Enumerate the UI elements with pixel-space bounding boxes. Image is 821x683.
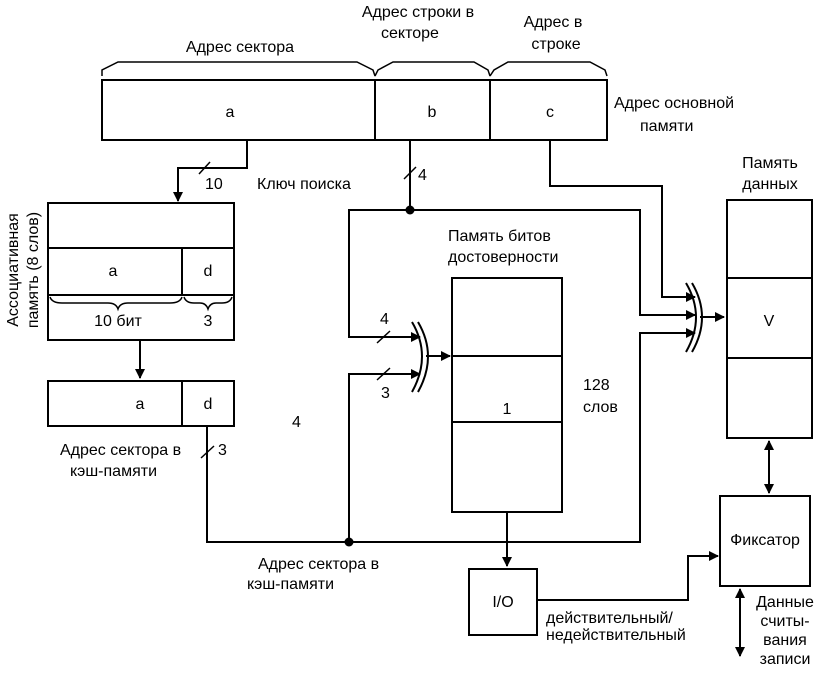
io-status-1: действительный/ xyxy=(546,610,673,627)
stray-4-label: 4 xyxy=(292,414,301,431)
sector-bus xyxy=(206,328,696,543)
validity-size-1: 128 xyxy=(583,377,610,394)
data-rw-1: Данные xyxy=(756,594,814,611)
assoc-side-label-1: Ассоциативная xyxy=(5,213,22,327)
bus-slash-10 xyxy=(198,161,211,175)
validity-memory: 1 xyxy=(451,277,563,513)
cache-cell-d: d xyxy=(204,396,213,413)
data-rw-4: записи xyxy=(760,651,811,668)
validity-bit: 1 xyxy=(503,401,512,418)
cache-sector-register: a d xyxy=(47,380,235,427)
data-mux xyxy=(685,282,703,353)
mux-in-top-label: 4 xyxy=(380,311,389,328)
latch-box: Фиксатор xyxy=(719,495,811,587)
data-memory-title-1: Память xyxy=(742,155,798,172)
word-address-label-1: Адрес в xyxy=(524,14,583,31)
cache-sector-label-2: кэш-памяти xyxy=(70,463,157,480)
main-memory-address-label-1: Адрес основной xyxy=(614,95,734,112)
associative-memory: a d 10 бит 3 xyxy=(47,202,235,341)
io-to-latch-arrow xyxy=(537,551,719,601)
assoc-d-bits: 3 xyxy=(204,313,213,330)
word-address-label-2: строке xyxy=(531,36,580,53)
data-rw-2: считы- xyxy=(760,613,809,630)
data-rw-3: вания xyxy=(763,632,807,649)
validity-mux xyxy=(411,321,429,393)
bus-width-10: 10 xyxy=(205,176,223,193)
bus-slash-4 xyxy=(403,166,417,180)
assoc-cell-d: d xyxy=(204,263,213,280)
latch-label: Фиксатор xyxy=(730,532,800,549)
sector-address-label: Адрес сектора xyxy=(186,39,294,56)
row-bus xyxy=(409,140,696,320)
sector-to-validity-mux xyxy=(348,369,421,542)
assoc-bits-label: 10 бит xyxy=(94,313,142,330)
data-memory-title-2: данных xyxy=(742,176,797,193)
assoc-bit-braces xyxy=(49,296,233,312)
main-memory-address-label-2: памяти xyxy=(640,118,694,135)
row-address-label-2: секторе xyxy=(381,25,439,42)
mux-in-bottom-label: 3 xyxy=(381,385,390,402)
search-key-label: Ключ поиска xyxy=(257,176,351,193)
mux-slash-top xyxy=(376,330,391,344)
bottom-sector-label-1: Адрес сектора в xyxy=(258,556,379,573)
io-status-2: недействительный xyxy=(546,627,686,644)
bottom-sector-label-2: кэш-памяти xyxy=(247,576,334,593)
cache-cell-a: a xyxy=(136,396,145,413)
field-c: c xyxy=(546,104,554,121)
assoc-cell-a: a xyxy=(109,263,118,280)
validity-title-1: Память битов xyxy=(448,228,551,245)
b-bus-width: 4 xyxy=(418,167,427,184)
data-memory: V xyxy=(726,199,813,439)
cache-sector-label-1: Адрес сектора в xyxy=(60,442,181,459)
bus-width-3: 3 xyxy=(218,442,227,459)
data-cell-v: V xyxy=(764,313,775,330)
io-box: I/O xyxy=(468,568,538,636)
search-key-bus xyxy=(173,140,248,202)
validity-size-2: слов xyxy=(583,399,618,416)
field-a: a xyxy=(226,104,235,121)
word-bus xyxy=(549,140,696,302)
field-b: b xyxy=(428,104,437,121)
io-label: I/O xyxy=(492,594,513,611)
validity-title-2: достоверности xyxy=(448,249,558,266)
address-register: a b c xyxy=(101,79,608,141)
mux-slash-bottom xyxy=(376,367,391,381)
assoc-side-label-2: память (8 слов) xyxy=(25,212,42,328)
row-address-label-1: Адрес строки в xyxy=(362,4,474,21)
address-field-braces xyxy=(101,61,608,77)
